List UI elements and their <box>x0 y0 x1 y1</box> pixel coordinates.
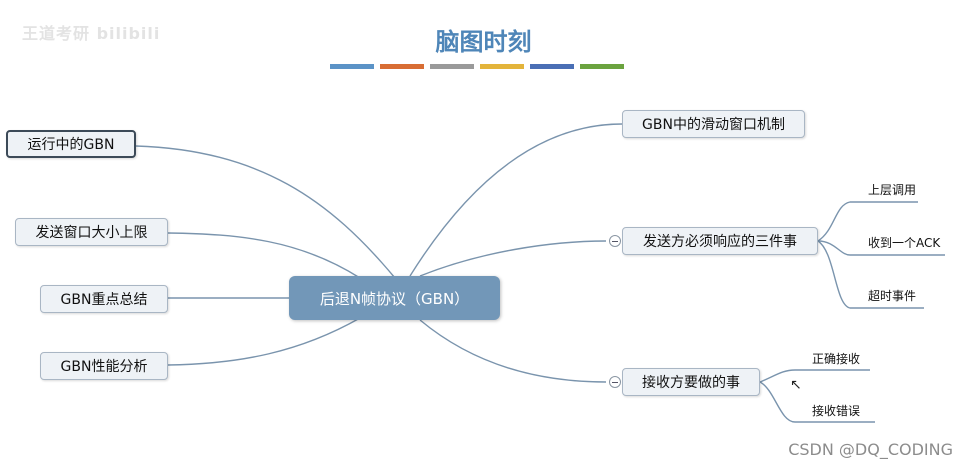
topic-receiver-actions[interactable]: 接收方要做的事 <box>622 368 760 396</box>
csdn-watermark: CSDN @DQ_CODING <box>788 440 953 459</box>
central-topic[interactable]: 后退N帧协议（GBN） <box>289 276 500 320</box>
link-left-4 <box>167 317 361 366</box>
collapse-toggle-receiver[interactable] <box>609 376 621 388</box>
color-stripe <box>530 64 574 69</box>
link-receiver-1 <box>759 369 870 383</box>
link-sender-3 <box>817 240 924 309</box>
color-stripe <box>580 64 624 69</box>
page-title: 脑图时刻 <box>435 27 532 56</box>
collapse-toggle-sender[interactable] <box>609 235 621 247</box>
bilibili-watermark: 王道考研 bilibili <box>22 24 161 43</box>
link-sender-1 <box>817 201 918 242</box>
leaf-timeout-event[interactable]: 超时事件 <box>868 289 917 303</box>
link-sender-2 <box>817 240 945 256</box>
link-right-2 <box>419 240 607 277</box>
leaf-upper-layer-call[interactable]: 上层调用 <box>868 183 917 197</box>
link-right-1 <box>409 123 623 277</box>
topic-running-gbn[interactable]: 运行中的GBN <box>6 130 136 158</box>
leaf-receive-error[interactable]: 接收错误 <box>812 404 861 418</box>
topic-sliding-window[interactable]: GBN中的滑动窗口机制 <box>622 110 805 138</box>
leaf-correct-receive[interactable]: 正确接收 <box>812 352 861 366</box>
link-left-1 <box>135 145 396 279</box>
color-stripe <box>430 64 474 69</box>
link-left-2 <box>167 232 361 279</box>
link-receiver-2 <box>759 381 875 423</box>
color-stripe <box>480 64 524 69</box>
topic-window-size-limit[interactable]: 发送窗口大小上限 <box>15 218 168 246</box>
mouse-cursor-icon: ↖ <box>790 377 802 393</box>
leaf-ack-received[interactable]: 收到一个ACK <box>868 236 941 250</box>
title-color-bar <box>330 64 624 69</box>
topic-gbn-summary[interactable]: GBN重点总结 <box>40 285 168 313</box>
color-stripe <box>330 64 374 69</box>
link-right-3 <box>419 319 607 383</box>
topic-gbn-performance[interactable]: GBN性能分析 <box>40 352 168 380</box>
color-stripe <box>380 64 424 69</box>
topic-sender-three-events[interactable]: 发送方必须响应的三件事 <box>622 227 818 255</box>
